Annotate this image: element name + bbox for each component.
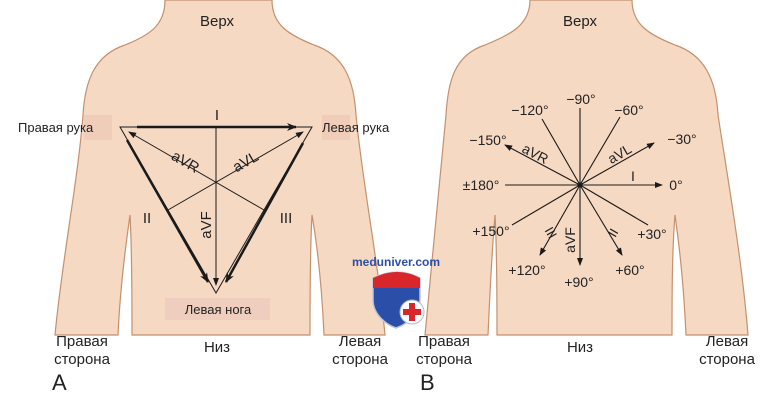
- angle-pm180: ±180°: [463, 177, 500, 193]
- angle-m30: −30°: [667, 131, 696, 147]
- angle-m60: −60°: [614, 102, 643, 118]
- einthoven-triangle: [119, 123, 313, 294]
- panel-letter-b: B: [420, 370, 435, 395]
- watermark-text: meduniver.com: [352, 255, 440, 269]
- left-side-b-1: Левая: [706, 333, 748, 350]
- angle-p150: +150°: [472, 223, 509, 239]
- right-arm-label: Правая рука: [18, 120, 94, 135]
- left-arm-label: Левая рука: [322, 120, 390, 135]
- meduniver-logo: meduniver.com: [352, 255, 440, 329]
- bottom-label-a: Низ: [204, 339, 230, 356]
- angle-p30: +30°: [637, 226, 666, 242]
- lead-avr-arrow: [128, 131, 265, 211]
- lead-avl-arrow: [167, 131, 304, 211]
- angle-p60: +60°: [615, 262, 644, 278]
- right-side-b-1: Правая: [418, 333, 470, 350]
- hexaxial-lines: [504, 108, 663, 266]
- angle-p120: +120°: [508, 262, 545, 278]
- left-leg-label: Левая нога: [185, 302, 252, 317]
- lead-avf-label: aVF: [198, 211, 215, 239]
- b-lead-i-label: I: [631, 168, 635, 184]
- angle-0: 0°: [669, 177, 682, 193]
- lead-iii-label: III: [280, 210, 293, 227]
- right-side-a-1: Правая: [56, 333, 108, 350]
- top-label-b: Верх: [563, 13, 598, 30]
- right-side-b-2: сторона: [416, 351, 473, 368]
- lead-i-label: I: [215, 107, 219, 124]
- angle-m150: −150°: [469, 132, 506, 148]
- lead-ii-label: II: [143, 210, 151, 227]
- left-side-a-2: сторона: [332, 351, 389, 368]
- angle-p90: +90°: [564, 274, 593, 290]
- left-side-b-2: сторона: [699, 351, 756, 368]
- angle-m120: −120°: [511, 102, 548, 118]
- b-lead-avf-label: aVF: [562, 227, 578, 253]
- lead-ii-arrow: [125, 139, 210, 283]
- top-label-a: Верх: [200, 13, 235, 30]
- angle-m90: −90°: [566, 91, 595, 107]
- right-side-a-2: сторона: [54, 351, 111, 368]
- lead-iii-arrow: [224, 142, 305, 283]
- torso-b: [424, 0, 749, 336]
- panel-letter-a: A: [52, 370, 67, 395]
- bottom-label-b: Низ: [567, 339, 593, 356]
- left-side-a-1: Левая: [339, 333, 381, 350]
- torso-a: [54, 0, 386, 336]
